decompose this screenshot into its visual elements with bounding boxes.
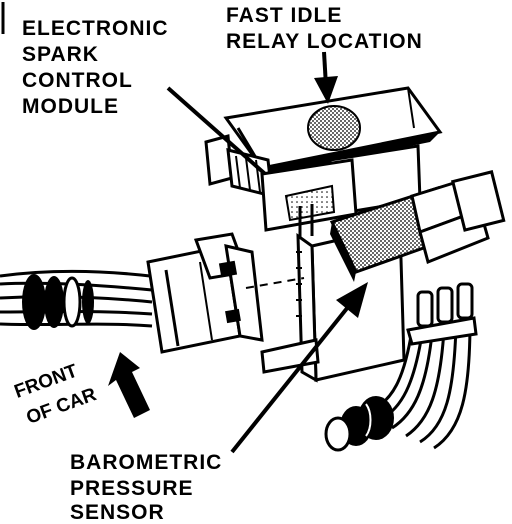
baro-label-line2: PRESSURE [70, 477, 194, 500]
electronic-spark-control-module [260, 158, 358, 240]
sensor-harness-wrap [324, 396, 394, 452]
esc-label-line3: CONTROL [22, 69, 133, 92]
relay-label-line2: RELAY LOCATION [226, 30, 423, 53]
harness-connector [146, 232, 264, 354]
esc-label-line4: MODULE [22, 95, 119, 118]
front-of-car-arrow [108, 352, 150, 418]
esc-label-line1: ELECTRONIC [22, 17, 169, 40]
barometric-pressure-sensor [329, 170, 506, 282]
baro-label-line3: SENSOR [70, 501, 165, 524]
baro-sensor-arrow [230, 282, 368, 454]
connection-dashed-line [245, 277, 305, 289]
esc-label-line2: SPARK [22, 43, 99, 66]
esc-module-connector [204, 134, 274, 198]
relay-label-line1: FAST IDLE [226, 4, 343, 27]
main-harness-wrap [22, 274, 94, 330]
relay-arrow [314, 51, 338, 104]
baro-label-line1: BAROMETRIC [70, 451, 223, 474]
fast-idle-relay [307, 105, 361, 151]
